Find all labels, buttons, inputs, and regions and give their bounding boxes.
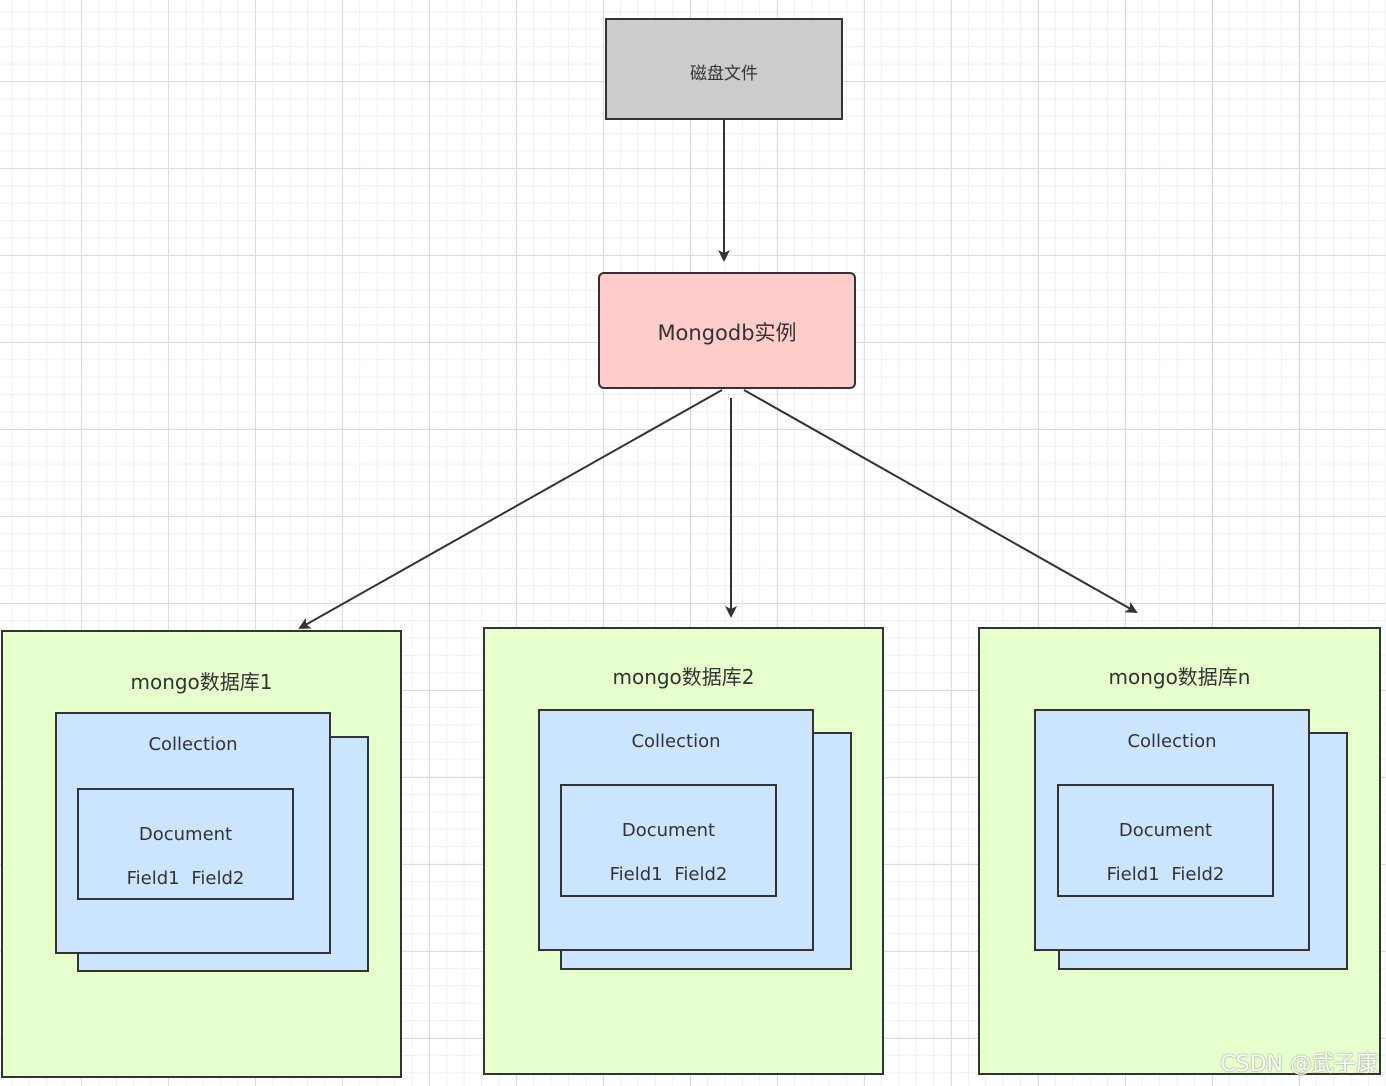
collection-label: Collection <box>1127 731 1217 752</box>
collection-node: Collection Document Field1 Field2 <box>1034 709 1310 951</box>
disk-file-node: 磁盘文件 <box>605 18 843 120</box>
mongodb-instance-node: Mongodb实例 <box>598 272 856 389</box>
mongodb-instance-label: Mongodb实例 <box>657 321 797 345</box>
document-node: Document Field1 Field2 <box>77 788 294 900</box>
document-node: Document Field1 Field2 <box>560 784 777 897</box>
document-node: Document Field1 Field2 <box>1057 784 1274 897</box>
collection-node: Collection Document Field1 Field2 <box>538 709 814 951</box>
document-label: Document <box>1118 820 1213 841</box>
database-node-1: mongo数据库1 Collection Document Field1 Fie… <box>1 630 402 1078</box>
database-node-2: mongo数据库2 Collection Document Field1 Fie… <box>483 627 884 1075</box>
arrow-instance-to-db1 <box>298 389 723 629</box>
database-title: mongo数据库1 <box>130 670 273 694</box>
database-title: mongo数据库n <box>1108 665 1251 689</box>
disk-file-label: 磁盘文件 <box>690 64 758 84</box>
document-fields: Field1 Field2 <box>1106 864 1225 885</box>
document-label: Document <box>138 824 233 845</box>
database-title: mongo数据库2 <box>612 665 755 689</box>
database-node-n: mongo数据库n Collection Document Field1 Fie… <box>978 627 1381 1075</box>
collection-label: Collection <box>631 731 721 752</box>
arrow-instance-to-dbn <box>743 389 1138 613</box>
watermark: CSDN @武子康 <box>1220 1052 1378 1077</box>
collection-label: Collection <box>148 734 238 755</box>
document-fields: Field1 Field2 <box>609 864 728 885</box>
collection-node: Collection Document Field1 Field2 <box>55 712 331 954</box>
document-fields: Field1 Field2 <box>126 868 245 889</box>
document-label: Document <box>621 820 716 841</box>
